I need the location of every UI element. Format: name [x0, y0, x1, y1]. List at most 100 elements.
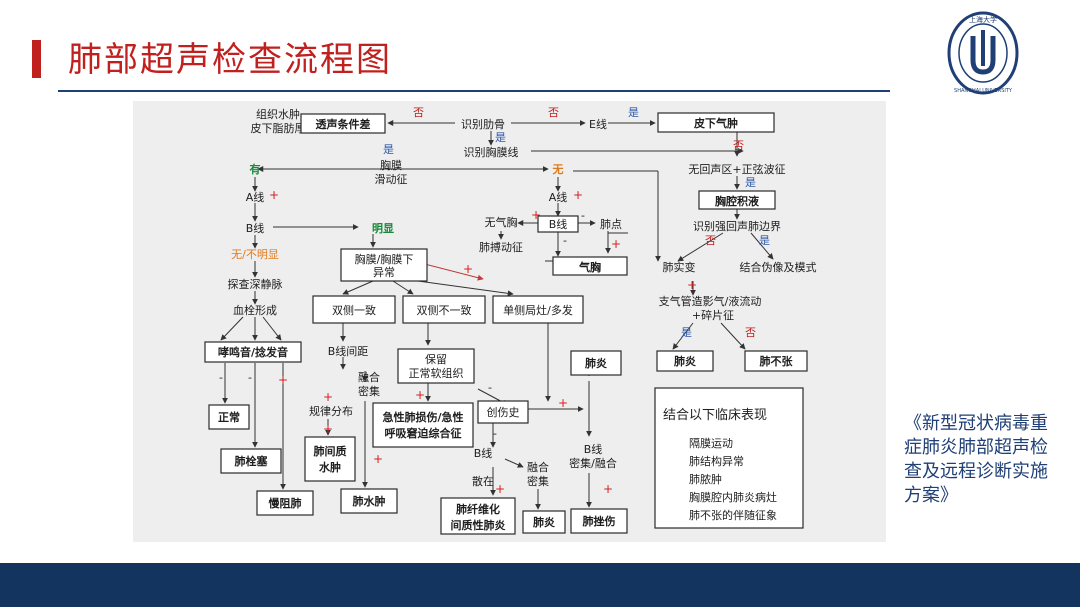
node-fibrosis-1: 肺纤维化	[456, 502, 500, 516]
node-contusion: 肺挫伤	[583, 514, 616, 528]
node-subq-emphysema: 皮下气肿	[693, 116, 738, 130]
node-bconfl-1: B线	[584, 442, 603, 456]
box-pneumonia-right	[656, 350, 714, 372]
box-bilateral-same	[312, 295, 396, 324]
label-trauma-minus: -	[493, 427, 497, 440]
label-eline-yes: 是	[628, 106, 639, 119]
box-bilateral-diff	[402, 295, 486, 324]
node-effusion: 胸腔积液	[715, 194, 760, 208]
label-bline-minus: -	[581, 209, 585, 222]
label-rib-yes: 是	[495, 131, 506, 144]
node-pleural-sliding-1: 胸膜	[380, 158, 402, 172]
node-ards-2: 呼吸窘迫综合征	[385, 426, 462, 440]
clinical-item-4: 胸膜腔内肺炎病灶	[689, 490, 777, 504]
node-consolidation: 肺实变	[663, 260, 696, 274]
clinical-item-1: 隔膜运动	[689, 437, 733, 450]
source-note: 《新型冠状病毒重症肺炎肺部超声检查及远程诊断实施方案》	[904, 413, 1048, 506]
box-normal	[208, 404, 250, 430]
node-lung-point: 肺点	[600, 218, 622, 231]
box-pleural-abnormal	[340, 248, 428, 282]
node-normal: 正常	[218, 410, 240, 424]
box-b-line-mid	[537, 215, 579, 233]
label-aline-mid-plus: +	[573, 188, 583, 202]
label-pulse-minus: -	[563, 234, 567, 247]
title-divider	[58, 90, 890, 92]
clinical-title: 结合以下临床表现	[663, 408, 767, 423]
label-anechoic-yes: 是	[745, 176, 756, 189]
node-not-obvious: 无/不明显	[231, 248, 279, 261]
node-lung-pulse: 肺搏动征	[479, 240, 523, 254]
label-bconfl-plus: +	[603, 482, 613, 496]
node-no-ptx: 无气胸	[485, 215, 518, 229]
label-scatter-plus: +	[495, 482, 505, 496]
box-contusion	[570, 508, 628, 534]
node-preserve-1: 保留	[425, 352, 447, 366]
node-e-line: E线	[589, 117, 607, 131]
label-noptx-plus: +	[531, 208, 541, 222]
node-pneumonia-mid: 肺炎	[533, 515, 555, 529]
logo-text-ring: SHANGHAI UNIVERSITY	[954, 88, 1013, 94]
node-bconfl-2: 密集/融合	[569, 456, 617, 470]
node-boundary: 识别强回声肺边界	[693, 219, 781, 233]
label-preserve-minus: -	[488, 381, 492, 394]
node-pneumothorax: 气胸	[578, 260, 601, 274]
box-pneumonia	[570, 350, 622, 376]
label-boundary-no: 否	[705, 234, 716, 247]
node-unilateral: 单侧局灶/多发	[503, 303, 573, 317]
node-thrombus: 血栓形成	[233, 303, 277, 317]
clinical-item-5: 肺不张的伴随征象	[689, 508, 777, 522]
label-rib-no-2: 否	[548, 106, 559, 119]
node-a-line-mid: A线	[549, 190, 568, 204]
logo-text-top: 上海大学	[969, 15, 997, 24]
box-pneumothorax	[552, 256, 628, 276]
node-absent: 无	[552, 163, 564, 176]
node-a-line-left: A线	[246, 190, 265, 204]
title-accent-bar	[32, 40, 41, 78]
node-anechoic: 无回声区+正弦波征	[688, 162, 785, 176]
box-fibrosis	[440, 497, 516, 535]
label-bronch-no: 否	[745, 326, 756, 339]
box-pulm-edema	[340, 488, 398, 514]
node-wheeze: 哮鸣音/捻发音	[218, 345, 288, 359]
box-pe	[220, 448, 282, 474]
label-lungpoint-plus: +	[611, 237, 621, 251]
label-aline-plus: +	[269, 188, 279, 202]
box-wheeze	[204, 341, 302, 363]
slide-title: 肺部超声检查流程图	[68, 40, 392, 80]
node-bilateral-diff: 双侧不一致	[417, 303, 472, 317]
box-copd	[256, 490, 314, 516]
label-pleura-no: 否	[733, 139, 744, 152]
node-identify-rib: 识别肋骨	[461, 117, 505, 131]
label-pleura-yes: 是	[383, 143, 394, 156]
node-obvious: 明显	[372, 222, 394, 235]
label-confluent-plus: +	[373, 452, 383, 466]
box-preserve	[397, 348, 475, 384]
box-pneumonia-mid	[522, 510, 566, 534]
label-wheeze-minus-2: -	[248, 371, 252, 384]
label-rib-no: 否	[413, 106, 424, 119]
node-probe-dvt: 探查深静脉	[228, 277, 283, 291]
ultrasound-flowchart: 组织水肿 皮下脂肪厚 透声条件差 否 识别肋骨 否 E线 是 皮下气肿 是 识别…	[133, 101, 886, 542]
node-b-line-mid: B线	[549, 217, 568, 231]
flow-connectors	[220, 120, 774, 510]
node-pe: 肺栓塞	[235, 454, 269, 468]
clinical-item-3: 肺脓肿	[689, 472, 722, 486]
node-scatter-2: 散在	[472, 474, 494, 488]
label-boundary-yes: 是	[759, 234, 770, 247]
node-tissue-edema: 组织水肿	[256, 107, 300, 121]
node-confluent-2: 密集	[358, 384, 380, 398]
box-atelectasis	[744, 350, 808, 372]
node-bilateral-same: 双侧一致	[332, 303, 376, 317]
node-atelectasis: 肺不张	[760, 354, 794, 368]
node-confluent2-2: 密集	[527, 474, 549, 488]
node-copd: 慢阻肺	[269, 496, 302, 510]
node-trauma: 创伤史	[487, 406, 520, 419]
node-confluent2-1: 融合	[527, 460, 549, 474]
node-confluent-1: 融合	[358, 370, 380, 384]
label-abnormal-plus: +	[463, 262, 473, 276]
label-consol-plus: +	[687, 278, 697, 292]
node-interstitial-1: 肺间质	[314, 444, 347, 458]
label-spacing-plus: +	[323, 390, 333, 404]
box-interstitial-edema	[304, 436, 356, 482]
footer-bar	[0, 563, 1080, 607]
